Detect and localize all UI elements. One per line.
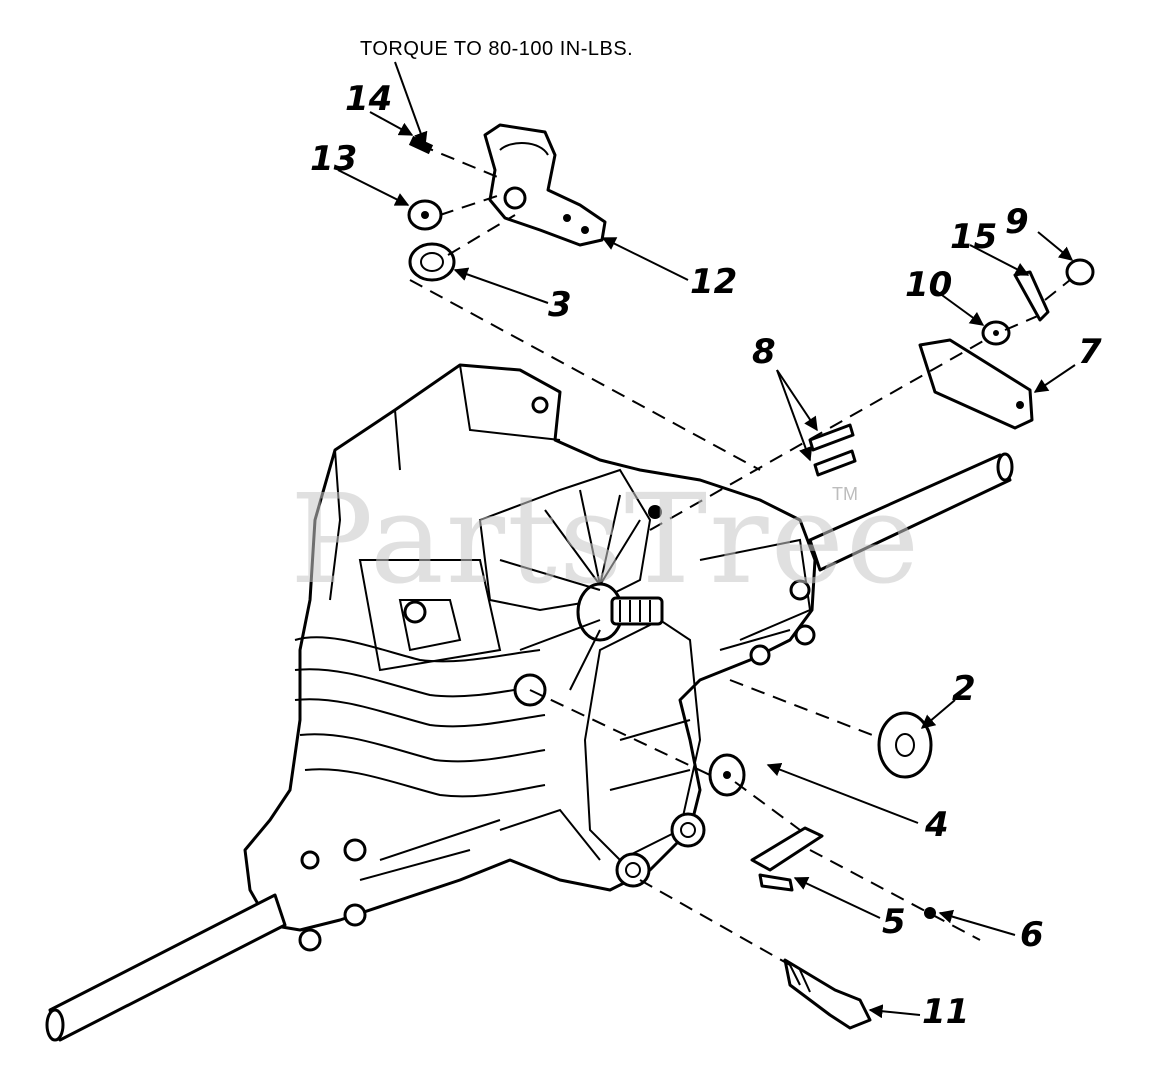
washer-10 xyxy=(981,320,1011,346)
torque-note: TORQUE TO 80-100 IN-LBS. xyxy=(360,38,634,60)
shift-arm-12 xyxy=(483,123,607,247)
axle-shafts xyxy=(45,452,1014,1042)
input-fan-pulley xyxy=(499,489,664,691)
alignment-lines xyxy=(409,144,1071,966)
callout-3[interactable]: 3 xyxy=(548,285,572,325)
plate-bolt-5 xyxy=(750,826,824,892)
callout-9[interactable]: 9 xyxy=(1005,202,1029,242)
callout-13[interactable]: 13 xyxy=(310,139,358,179)
bearing-3 xyxy=(408,242,456,282)
leader-lines xyxy=(337,61,1076,1019)
callout-5[interactable]: 5 xyxy=(882,902,906,942)
transaxle-housing xyxy=(243,363,817,952)
fitting-11 xyxy=(783,958,872,1030)
callout-6[interactable]: 6 xyxy=(1020,915,1044,955)
trademark-symbol: TM xyxy=(832,484,858,504)
callout-7[interactable]: 7 xyxy=(1078,332,1102,372)
callout-15[interactable]: 15 xyxy=(950,217,998,257)
brand-watermark: PartsTree xyxy=(290,468,922,612)
washer-2 xyxy=(877,711,933,779)
pins-8 xyxy=(808,423,857,477)
nut-6 xyxy=(924,907,936,919)
nut-9 xyxy=(1065,258,1095,286)
callout-14[interactable]: 14 xyxy=(345,79,393,119)
callout-2[interactable]: 2 xyxy=(952,669,976,709)
callout-10[interactable]: 10 xyxy=(905,265,953,305)
bracket-7 xyxy=(918,338,1034,430)
clip-15 xyxy=(1013,270,1050,322)
callout-4[interactable]: 4 xyxy=(925,805,949,845)
spacer-13 xyxy=(407,199,443,231)
callout-8[interactable]: 8 xyxy=(752,332,776,372)
callout-11[interactable]: 11 xyxy=(922,992,970,1032)
washer-4 xyxy=(708,753,746,797)
callout-12[interactable]: 12 xyxy=(690,262,738,302)
